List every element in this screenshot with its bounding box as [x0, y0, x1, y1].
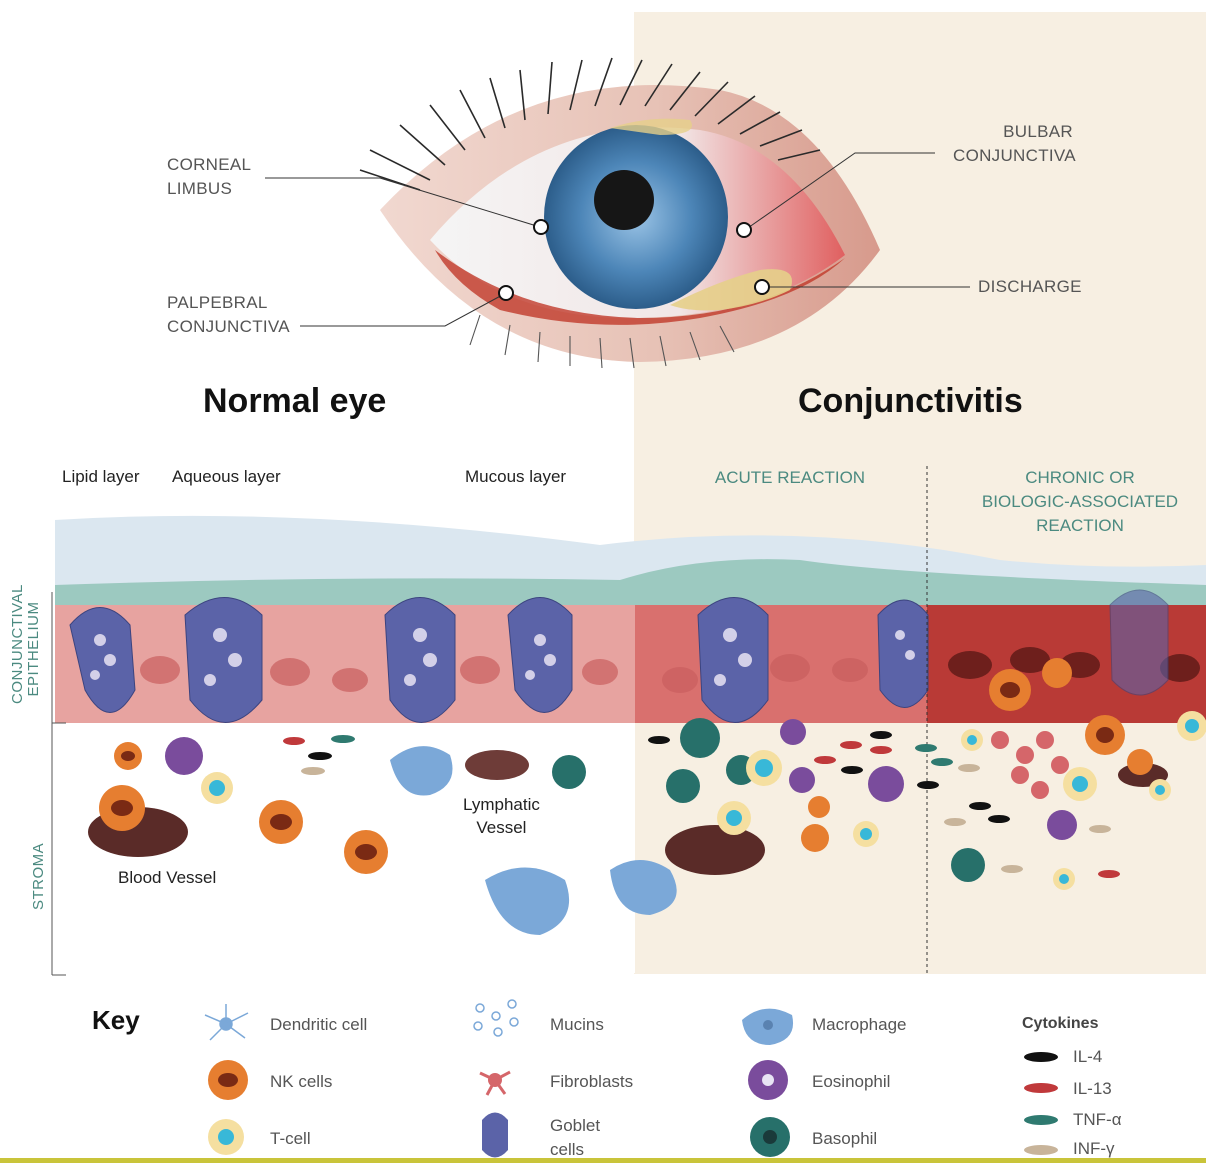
goblet-cell: [185, 598, 262, 723]
tissue-cross-section: [0, 0, 1206, 980]
cytokine-tnfa-icon: [1024, 1115, 1058, 1125]
epithelium-label: CONJUNCTIVAL EPITHELIUM: [10, 594, 42, 704]
cytokine-infg-icon: [1024, 1145, 1058, 1155]
eosinophil-icon: [748, 1060, 788, 1100]
goblet-cell: [878, 600, 928, 708]
key-label-nk-cells: NK cells: [270, 1070, 332, 1094]
key-label-il4: IL-4: [1073, 1045, 1102, 1069]
macrophage-icon: [742, 1009, 793, 1045]
mucins-icon: [474, 1000, 518, 1036]
basophil-icon: [750, 1117, 790, 1157]
goblet-cell: [385, 598, 455, 723]
key-label-fibroblasts: Fibroblasts: [550, 1070, 633, 1094]
cytokines-title: Cytokines: [1022, 1015, 1098, 1033]
key-label-eosinophil: Eosinophil: [812, 1070, 890, 1094]
key-label-t-cell: T-cell: [270, 1127, 311, 1151]
t-cell-icon: [208, 1119, 244, 1155]
goblet-cell-icon: [482, 1113, 508, 1158]
bottom-rule: [0, 1158, 1206, 1163]
blood-vessel-label: Blood Vessel: [118, 868, 216, 888]
key-label-goblet-cells: Goblet cells: [550, 1114, 600, 1162]
cytokine-il4-icon: [1024, 1052, 1058, 1062]
cytokine-il13-icon: [1024, 1083, 1058, 1093]
blood-vessel: [665, 825, 765, 875]
lymphatic-vessel: [465, 750, 529, 780]
nk-cell-icon: [208, 1060, 248, 1100]
lymphatic-vessel-label: Lymphatic Vessel: [463, 793, 540, 839]
key-label-il13: IL-13: [1073, 1077, 1112, 1101]
key-label-mucins: Mucins: [550, 1013, 604, 1037]
stroma-label: STROMA: [30, 843, 47, 910]
key-label-dendritic-cell: Dendritic cell: [270, 1013, 367, 1037]
dendritic-cell-icon: [205, 1004, 248, 1040]
goblet-cell: [1110, 590, 1168, 695]
key-label-tnfa: TNF-α: [1073, 1108, 1122, 1132]
fibroblast-icon: [480, 1072, 510, 1095]
goblet-cell: [698, 598, 768, 723]
key-label-macrophage: Macrophage: [812, 1013, 907, 1037]
key-label-basophil: Basophil: [812, 1127, 877, 1151]
